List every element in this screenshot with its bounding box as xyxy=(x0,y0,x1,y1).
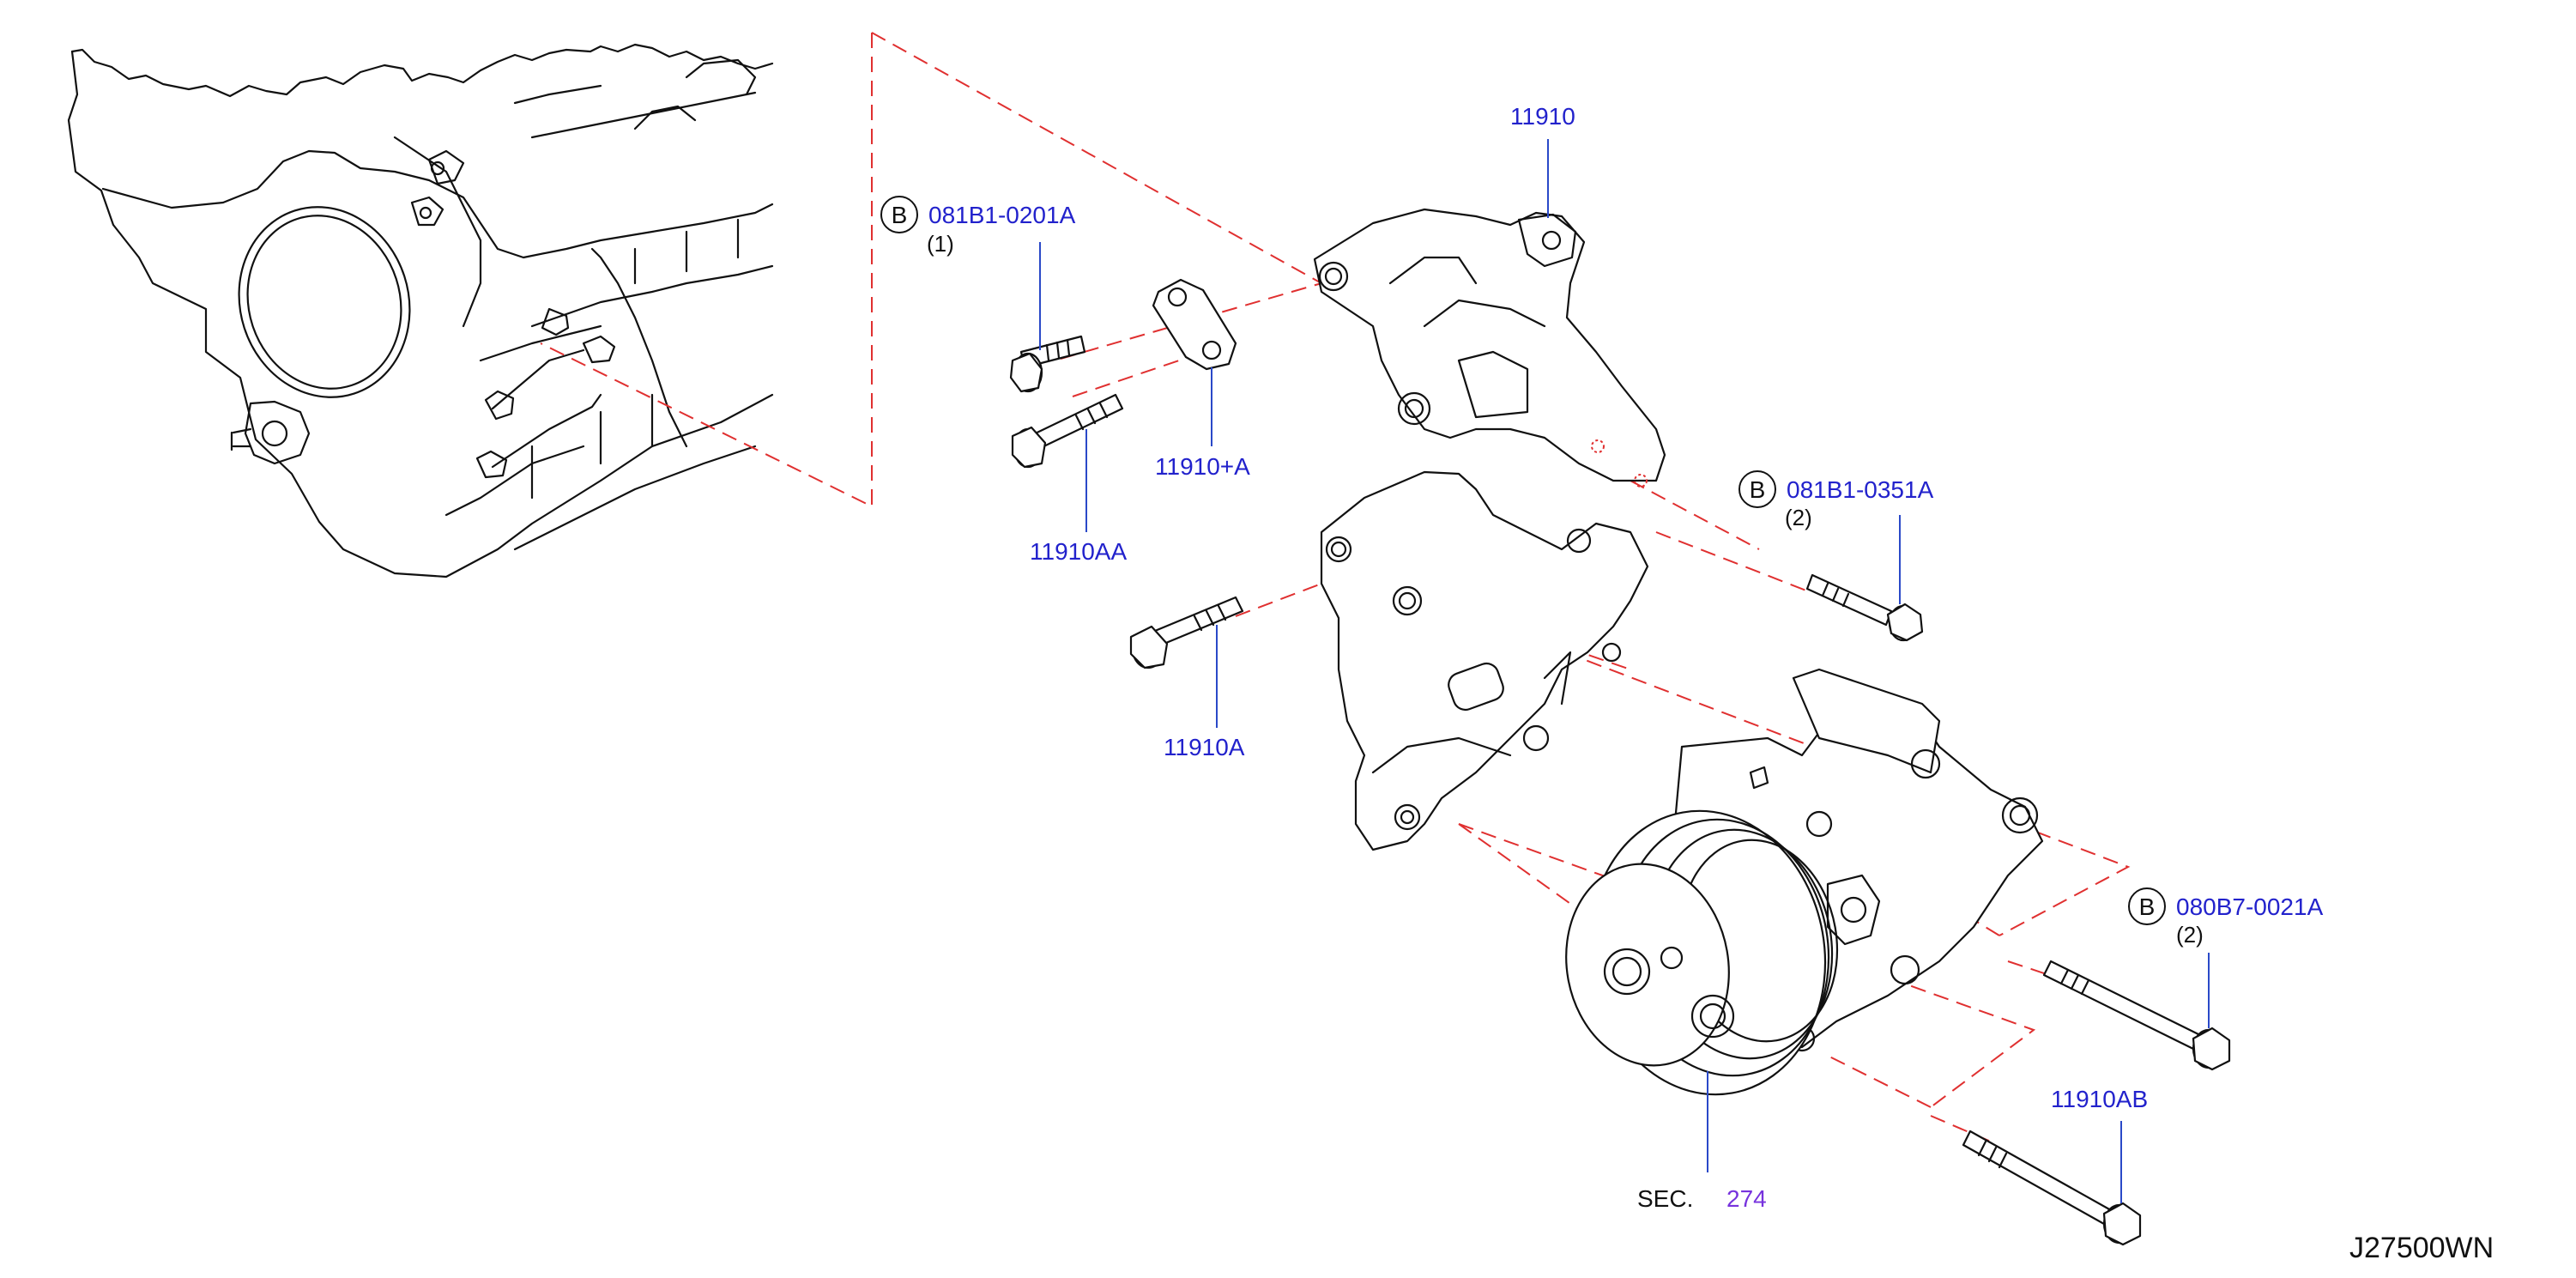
callout-11910AB[interactable]: 11910AB xyxy=(2051,1086,2148,1112)
bolt-symbol-letter: B xyxy=(892,202,908,228)
bolt-081B1-0351A-drawing xyxy=(1805,573,1924,642)
engine-block-drawing xyxy=(67,43,774,578)
callout-11910[interactable]: 11910 xyxy=(1510,103,1575,130)
section-prefix: SEC. xyxy=(1637,1185,1693,1212)
lower-bracket-drawing xyxy=(1320,470,1649,851)
bolt-081B1-0201A-drawing xyxy=(1009,335,1086,393)
bolt-symbol-circle xyxy=(1738,470,1776,508)
bolt-11910AA-drawing xyxy=(1011,393,1124,469)
pulley-ellipse xyxy=(238,206,411,398)
compressor-drawing xyxy=(1565,668,2044,1096)
bolt-symbol-letter: B xyxy=(1750,476,1766,503)
callout-081B1-0201A[interactable]: B 081B1-0201A (1) xyxy=(880,196,1076,257)
bolt-symbol-circle xyxy=(880,196,918,233)
bolt-symbol-circle xyxy=(2128,887,2166,925)
bolt-11910AB-drawing xyxy=(1962,1130,2142,1246)
leader-lines xyxy=(1039,139,2210,1203)
callout-081B1-0351A[interactable]: B 081B1-0351A (2) xyxy=(1738,470,1934,530)
callout-11910A[interactable]: 11910A xyxy=(1164,734,1245,760)
part-number-label[interactable]: 11910AB xyxy=(2051,1086,2148,1112)
part-number-label[interactable]: 11910AA xyxy=(1030,538,1127,565)
part-number-label[interactable]: 081B1-0201A xyxy=(928,202,1076,228)
plate-11910A-plus-drawing xyxy=(1152,278,1237,371)
diagram-code: J27500WN xyxy=(2349,1232,2494,1264)
bolt-symbol-letter: B xyxy=(2139,893,2156,920)
callout-11910AA[interactable]: 11910AA xyxy=(1030,538,1127,565)
callout-080B7-0021A[interactable]: B 080B7-0021A (2) xyxy=(2128,887,2324,948)
part-number-label[interactable]: 11910A xyxy=(1164,734,1245,760)
part-number-label[interactable]: 080B7-0021A xyxy=(2176,893,2324,920)
bolt-080B7-0021A-drawing xyxy=(2042,960,2231,1071)
part-number-label[interactable]: 11910+A xyxy=(1155,453,1250,480)
quantity-label: (2) xyxy=(1785,505,1812,530)
part-number-label[interactable]: 081B1-0351A xyxy=(1787,476,1934,503)
upper-bracket-drawing xyxy=(1313,208,1666,488)
callout-section-274[interactable]: SEC. 274 xyxy=(1637,1185,1767,1212)
bolt-11910A-drawing xyxy=(1129,596,1244,669)
section-link[interactable]: 274 xyxy=(1726,1185,1767,1212)
quantity-label: (1) xyxy=(927,231,954,257)
part-number-label[interactable]: 11910 xyxy=(1510,103,1575,130)
callout-11910-plus-A[interactable]: 11910+A xyxy=(1155,453,1250,480)
quantity-label: (2) xyxy=(2176,922,2204,948)
